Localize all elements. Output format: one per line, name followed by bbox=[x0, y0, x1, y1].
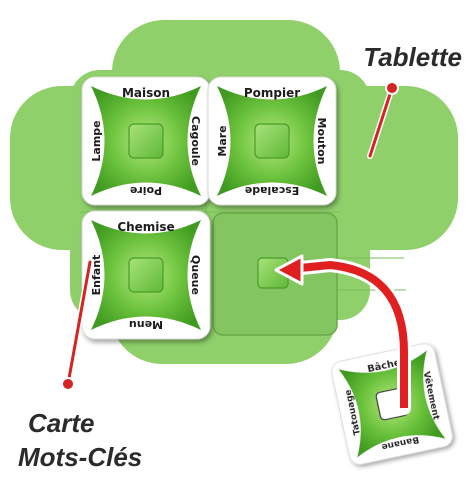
label-carte-line2: Mots-Clés bbox=[18, 442, 142, 472]
keyword-card-2: Pompier Mouton Escalade Mare bbox=[207, 76, 337, 206]
card-word-right: Cagoule bbox=[189, 116, 202, 166]
placement-arrow bbox=[274, 254, 411, 415]
callout-tablette: Tablette bbox=[363, 42, 462, 159]
card-word-top: Pompier bbox=[244, 86, 300, 100]
card-word-left: Lampe bbox=[90, 120, 103, 161]
card-word-right: Queue bbox=[189, 255, 202, 295]
card-word-bottom: Poire bbox=[130, 184, 162, 197]
keyword-card-loose[interactable]: Bâche Vêtement Banane Tatouage bbox=[329, 341, 455, 467]
card-word-top: Chemise bbox=[117, 220, 174, 234]
callout-dot bbox=[61, 377, 75, 391]
callout-dot bbox=[385, 81, 399, 95]
card-word-left: Mare bbox=[216, 125, 229, 156]
keyword-card-3: Chemise Queue Menu Enfant bbox=[81, 210, 211, 340]
card-word-top: Maison bbox=[122, 86, 170, 100]
callout-carte: Carte Mots-Clés bbox=[18, 259, 142, 472]
card-word-right: Mouton bbox=[315, 118, 328, 165]
label-tablette: Tablette bbox=[363, 42, 462, 72]
card-word-left: Enfant bbox=[90, 255, 103, 296]
card-word-bottom: Menu bbox=[129, 318, 163, 331]
label-carte-line1: Carte bbox=[28, 408, 94, 438]
keyword-card-1: Maison Cagoule Poire Lampe bbox=[81, 76, 211, 206]
card-word-bottom: Escalade bbox=[245, 184, 300, 197]
